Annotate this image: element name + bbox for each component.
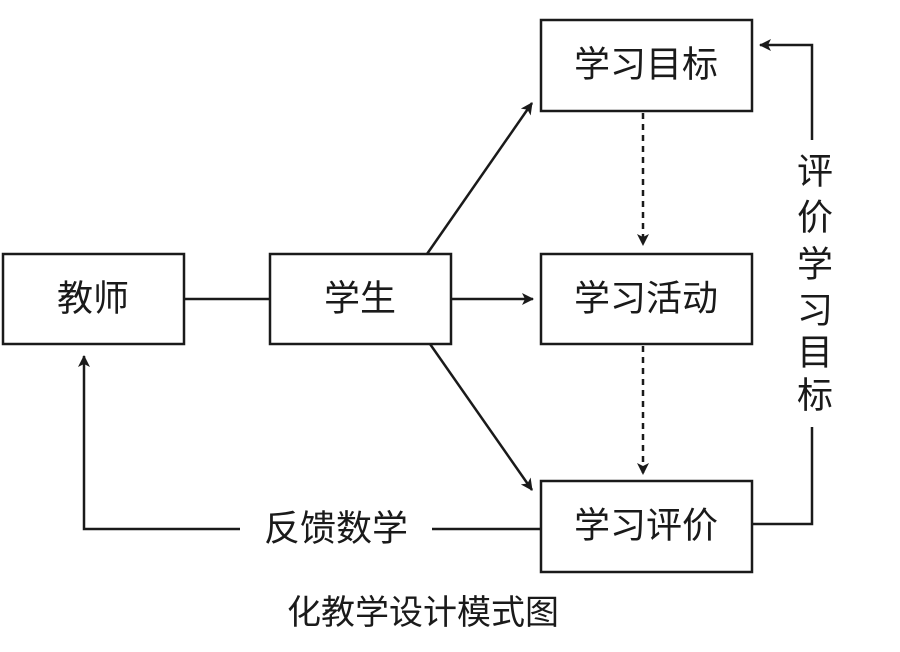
edge-student-to-goals	[425, 102, 534, 255]
edge-feedback-left-segment	[78, 355, 240, 531]
node-student: 学生	[268, 252, 453, 346]
node-learning-evaluation: 学习评价	[539, 479, 754, 574]
evaluate-goals-char: 标	[797, 376, 833, 417]
node-learning-evaluation-label: 学习评价	[574, 506, 718, 547]
node-learning-goals-label: 学习目标	[574, 45, 718, 86]
node-teacher-box	[1, 252, 186, 346]
node-learning-goals: 学习目标	[539, 18, 754, 113]
edge-evaluation-to-goals-upper	[759, 39, 814, 140]
node-learning-activities: 学习活动	[539, 252, 754, 346]
node-teacher: 教师	[1, 252, 186, 346]
evaluate-goals-char: 目	[797, 333, 833, 374]
edge-evaluation-to-goals-lower	[752, 427, 814, 526]
node-learning-goals-box	[539, 18, 754, 113]
node-student-box	[268, 252, 453, 346]
feedback-label: 反馈数学	[264, 509, 408, 550]
evaluate-goals-label: 评 价 学 习 目 标	[797, 152, 833, 417]
edge-student-to-evaluation	[428, 343, 534, 491]
node-learning-activities-box	[539, 252, 754, 346]
node-teacher-label: 教师	[57, 279, 129, 320]
node-learning-evaluation-box	[539, 479, 754, 574]
evaluate-goals-char: 评	[797, 152, 833, 193]
evaluate-goals-char: 学	[797, 245, 833, 286]
diagram-caption: 化教学设计模式图	[287, 593, 559, 633]
node-learning-activities-label: 学习活动	[574, 279, 718, 320]
evaluate-goals-char: 价	[797, 198, 833, 239]
node-student-label: 学生	[324, 279, 396, 320]
evaluate-goals-char: 习	[797, 291, 833, 332]
